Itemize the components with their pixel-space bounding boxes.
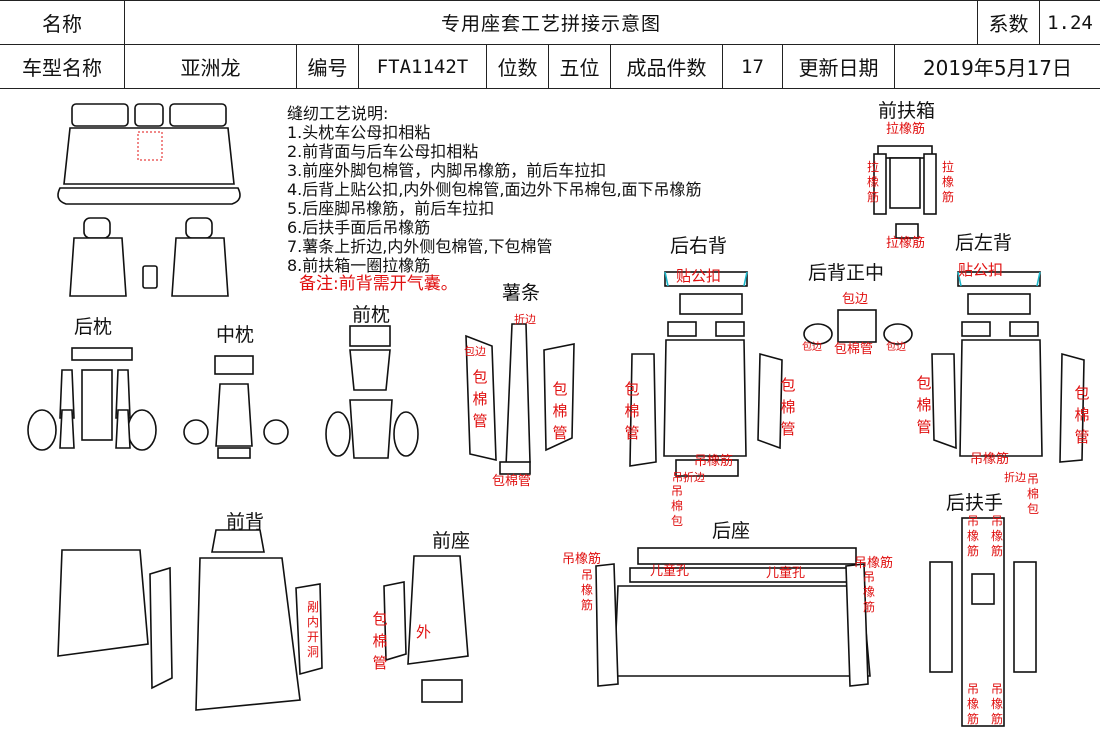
annotation-fold-edge: 折边 bbox=[514, 313, 536, 326]
code-value: FTA1142T bbox=[359, 45, 487, 88]
annotation-edge-wrap-bolster: 包边 bbox=[464, 345, 486, 358]
note-item: 8.前扶箱一圈拉橡筋 bbox=[287, 256, 431, 275]
annotation-cotton-tube-rl-right: 包棉管 bbox=[1074, 384, 1090, 446]
coefficient-label: 系数 bbox=[978, 1, 1040, 44]
annotation-fold-edge-rl: 折边 bbox=[1004, 471, 1026, 484]
middle-headrest-pieces bbox=[183, 355, 289, 459]
notes-remark: 备注:前背需开气囊。 bbox=[299, 274, 458, 294]
annotation-cut-inner-hole: 剐内开洞 bbox=[306, 600, 319, 659]
note-item: 7.薯条上折边,内外侧包棉管,下包棉管 bbox=[287, 237, 553, 256]
sewing-notes: 缝纫工艺说明: 1.头枕车公母扣相粘 2.前背面与后车公母扣相粘 3.前座外脚包… bbox=[287, 104, 702, 294]
annotation-hang-elastic-arm-br: 吊橡筋 bbox=[990, 682, 1003, 726]
front-seat-overview bbox=[69, 217, 229, 297]
rear-left-back-pieces bbox=[931, 271, 1085, 463]
section-bolster: 薯条 bbox=[502, 282, 541, 304]
rear-right-back-pieces bbox=[629, 271, 783, 477]
section-rear-left-back: 后左背 bbox=[955, 232, 1013, 254]
section-rear-seat: 后座 bbox=[712, 520, 751, 542]
annotation-edge-wrap-center-left: 包边 bbox=[802, 342, 822, 353]
note-item: 3.前座外脚包棉管，内脚吊橡筋，前后车拉扣 bbox=[287, 161, 607, 180]
section-front-armbox: 前扶箱 bbox=[878, 100, 936, 122]
model-label: 车型名称 bbox=[0, 45, 125, 88]
rear-back-center-pieces bbox=[803, 309, 913, 345]
name-label: 名称 bbox=[0, 1, 125, 44]
annotation-edge-wrap-center: 包边 bbox=[842, 292, 869, 307]
annotation-hang-elastic-rs-left-v: 吊橡筋 bbox=[580, 568, 593, 612]
annotation-pull-elastic-bottom: 拉橡筋 bbox=[886, 236, 926, 251]
annotation-hang-elastic-arm-tl: 吊橡筋 bbox=[966, 514, 979, 558]
annotation-cotton-tube-bolster-bottom: 包棉管 bbox=[492, 474, 532, 489]
document-title: 专用座套工艺拼接示意图 bbox=[125, 1, 978, 44]
annotation-outer: 外 bbox=[416, 623, 432, 641]
annotation-hang-elastic-arm-tr: 吊橡筋 bbox=[990, 514, 1003, 558]
annotation-hang-cotton-pack-rr: 吊棉包 bbox=[670, 484, 683, 528]
pieces-value: 17 bbox=[723, 45, 783, 88]
notes-heading: 缝纫工艺说明: bbox=[287, 104, 389, 123]
section-middle-headrest: 中枕 bbox=[216, 324, 255, 346]
section-rear-right-back: 后右背 bbox=[670, 235, 728, 257]
section-front-headrest: 前枕 bbox=[352, 304, 391, 326]
annotation-hang-elastic-rs-right: 吊橡筋 bbox=[854, 556, 894, 571]
front-headrest-pieces bbox=[325, 325, 419, 459]
section-front-back: 前背 bbox=[226, 511, 265, 533]
date-label: 更新日期 bbox=[783, 45, 895, 88]
section-rear-armrest: 后扶手 bbox=[946, 492, 1004, 514]
note-item: 5.后座脚吊橡筋，前后车拉扣 bbox=[287, 199, 495, 218]
model-value: 亚洲龙 bbox=[125, 45, 297, 88]
note-item: 1.头枕车公母扣相粘 bbox=[287, 123, 431, 142]
bolster-pieces bbox=[465, 323, 575, 475]
annotation-pull-elastic-right: 拉橡筋 bbox=[941, 160, 954, 204]
annotation-cotton-tube-front-seat: 包棉管 bbox=[372, 610, 388, 672]
date-value: 2019年5月17日 bbox=[922, 56, 1073, 80]
annotation-edge-wrap-center-right: 包边 bbox=[886, 342, 906, 353]
annotation-hang-elastic-rs-right-v: 吊橡筋 bbox=[862, 570, 875, 614]
annotation-pull-elastic-left: 拉橡筋 bbox=[866, 160, 879, 204]
rear-headrest-pieces bbox=[27, 347, 157, 451]
seats-label: 位数 bbox=[487, 45, 549, 88]
header-table: 名称 专用座套工艺拼接示意图 系数 1.24 车型名称 亚洲龙 编号 FTA11… bbox=[0, 0, 1100, 89]
front-armbox-pieces bbox=[873, 145, 937, 239]
section-rear-headrest: 后枕 bbox=[74, 316, 113, 338]
note-item: 2.前背面与后车公母扣相粘 bbox=[287, 142, 479, 161]
annotation-hang-elastic-arm-bl: 吊橡筋 bbox=[966, 682, 979, 726]
annotation-hang-elastic-rs-left: 吊橡筋 bbox=[562, 552, 602, 567]
rear-bench-overview bbox=[57, 103, 241, 205]
annotation-cotton-tube-bolster-right: 包棉管 bbox=[552, 380, 568, 442]
annotation-child-hole-right: 儿童孔 bbox=[766, 566, 806, 581]
note-item: 6.后扶手面后吊橡筋 bbox=[287, 218, 431, 237]
pattern-line-art bbox=[27, 103, 1085, 727]
annotation-hang-fold-edge: 吊折边 bbox=[672, 471, 705, 484]
annotation-cotton-tube-bolster-left: 包棉管 bbox=[472, 368, 488, 430]
pieces-label: 成品件数 bbox=[611, 45, 723, 88]
annotation-paste-buckle-left: 贴公扣 bbox=[958, 261, 1004, 279]
annotation-pull-elastic: 拉橡筋 bbox=[886, 122, 926, 137]
code-label: 编号 bbox=[297, 45, 359, 88]
coefficient-value: 1.24 bbox=[1047, 11, 1093, 34]
annotation-hang-elastic-rl: 吊橡筋 bbox=[970, 452, 1010, 467]
section-front-seat: 前座 bbox=[432, 530, 471, 552]
annotation-cotton-tube-rr-left: 包棉管 bbox=[624, 380, 640, 442]
annotation-cotton-tube-rr-right: 包棉管 bbox=[780, 376, 796, 438]
annotation-hang-cotton-pack-rl: 吊棉包 bbox=[1026, 472, 1039, 516]
annotation-paste-buckle-right: 贴公扣 bbox=[676, 267, 722, 285]
section-rear-back-center: 后背正中 bbox=[808, 262, 885, 284]
seats-value: 五位 bbox=[549, 45, 611, 88]
annotation-hang-elastic-rr: 吊橡筋 bbox=[694, 454, 734, 469]
annotation-cotton-tube-rl-left: 包棉管 bbox=[916, 374, 932, 436]
annotation-child-hole-left: 儿童孔 bbox=[650, 564, 690, 579]
annotation-cotton-tube-center: 包棉管 bbox=[834, 342, 874, 357]
note-item: 4.后背上贴公扣,内外侧包棉管,面边外下吊棉包,面下吊橡筋 bbox=[287, 180, 702, 199]
rear-armrest-pieces bbox=[929, 517, 1037, 727]
front-seat-pieces bbox=[383, 555, 469, 703]
rear-seat-pieces bbox=[595, 547, 871, 687]
front-back-pieces bbox=[57, 529, 323, 711]
